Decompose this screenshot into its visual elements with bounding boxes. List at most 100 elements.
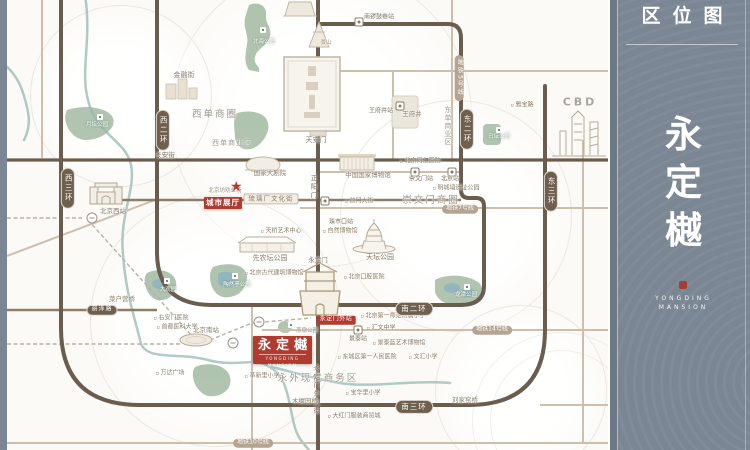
poi-dongcheng-first-hospital: 东城区第一人民医院 <box>338 352 396 361</box>
road-yongdingmenwai-street: 永定门外大街 <box>312 364 320 416</box>
park-icon-longtan <box>464 284 470 290</box>
map-graphics <box>7 0 608 450</box>
metro-icon-nanluoguxiang <box>354 17 364 27</box>
park-longtan: 龙潭公园 <box>454 292 478 298</box>
brand-name-vertical: 永 定 樾 <box>617 110 750 254</box>
brand-seal-icon <box>679 281 687 289</box>
brand-char: 定 <box>665 160 702 204</box>
station-badge-yongdingmenwai: 永定门外站 <box>316 315 356 325</box>
metro-badge-line14: 地铁14号线 <box>472 325 512 335</box>
park-icon-ritan <box>496 127 502 133</box>
landmark-sketches <box>89 1 606 347</box>
label-box-liulichang: 琉璃厂文化街 <box>243 193 299 205</box>
brand-char: 永 <box>665 112 702 156</box>
station-nanluoguxiang: 南锣鼓巷站 <box>363 13 395 21</box>
ring-badge-south-2nd: 南二环 <box>395 301 433 317</box>
district-cbd: CBD <box>562 95 598 109</box>
panel-left-edge <box>610 0 618 450</box>
district-xidan-business: 西单商业区 <box>212 139 252 147</box>
station-beijing-railway: 北京站 <box>440 175 460 183</box>
river-lines <box>7 0 452 450</box>
metro-badge-line5: 地铁5号线 <box>454 55 464 101</box>
park-beihai: 北海公园 <box>252 39 276 45</box>
project-logo-chinese: 永定樾 <box>258 338 313 353</box>
location-star-icon: ★ <box>230 179 243 195</box>
poi-ancient-architecture-museum: 北京古代建筑博物馆 <box>245 268 303 277</box>
park-taoranting: 陶然亭公园 <box>223 282 251 288</box>
poi-beijingfang: 北京坊劝业场 <box>208 188 242 194</box>
poi-wanda-plaza: 万达广场 <box>156 368 184 377</box>
ring-badge-west-2nd: 西二环 <box>155 109 171 151</box>
landmark-yongdingmen: 永定门 <box>308 256 328 264</box>
poi-jingtailan-museum: 景泰蓝艺术博物馆 <box>373 338 425 347</box>
railway-icon-beijing-west <box>86 212 98 224</box>
poi-capital-medical-university: 首都医科大学 <box>157 322 197 331</box>
brand-english: YONGDING MANSION <box>655 295 712 311</box>
station-beijing-south: 北京南站 <box>193 326 219 334</box>
panel-divider <box>626 44 738 45</box>
poi-national-museum: 中国国家博物馆 <box>345 171 391 179</box>
road-badge-lize: 丽泽路 <box>86 304 118 316</box>
poi-gexinli-school: 革新里小学 <box>245 371 279 380</box>
park-tiantan: 天坛公园 <box>366 253 394 261</box>
metro-icon-beijing-station <box>447 167 457 177</box>
project-logo-divider <box>259 354 306 355</box>
cbd-towers <box>552 110 606 157</box>
metro-badge-line7: 地铁7号线 <box>442 204 478 214</box>
main-roads <box>7 0 608 450</box>
station-chongwenmen: 崇文门站 <box>408 175 434 183</box>
road-zhengyangmen: 正阳门 <box>309 174 317 200</box>
ring-badge-east-3rd: 东三环 <box>543 170 559 212</box>
poi-first-normal-school: 北京第一师范附属小学 <box>361 311 425 320</box>
metro-icon-zhushikou <box>320 196 330 206</box>
park-daguanyuan: 大观园 <box>159 287 177 293</box>
metro-icon-jingtai <box>353 325 363 335</box>
station-beijing-west: 北京西站 <box>100 207 126 215</box>
metro-icon-chongwenmen <box>410 167 420 177</box>
ring-badge-south-3rd: 南三环 <box>395 399 433 415</box>
poi-yabaolu: 雅宝路 <box>511 100 533 109</box>
railway-icon-yongdingmenwai <box>253 316 265 328</box>
poi-youanmen-hospital: 右安门医院 <box>154 313 188 322</box>
bridge-caihuying: 菜户营桥 <box>109 295 135 303</box>
project-logo-english: YONGDING MANSION <box>265 356 300 368</box>
station-jingtai: 景泰站 <box>348 335 368 343</box>
metro-icon-wangfujing <box>395 101 405 111</box>
side-panel: 区位图 永 定 樾 YONGDING MANSION <box>610 0 750 450</box>
bridge-liujiayao: 刘家窑桥 <box>452 396 478 404</box>
landmark-jingshan: 景山 <box>320 40 332 46</box>
poi-qianmen-street: 前门大街 <box>345 196 373 205</box>
poi-natural-museum: 自然博物馆 <box>323 226 357 235</box>
district-dongdan-business: 东单商业区 <box>444 106 452 146</box>
poi-baohuali-school: 宝华里小学 <box>346 388 380 397</box>
park-icon-beihai <box>260 27 266 33</box>
poi-yandun-park: 燕墩公园 <box>295 328 319 334</box>
district-xidan-shangquan: 西单商圈 <box>191 109 239 120</box>
poi-stomatological-hospital: 北京口腔医院 <box>344 272 384 281</box>
park-icon-yandun <box>288 322 294 328</box>
metro-badge-line10: 地铁10号线 <box>233 438 273 448</box>
park-ritan: 日坛公园 <box>487 134 511 140</box>
district-yongwai-cbd: 永外现代商务区 <box>277 373 359 384</box>
poi-huiwen-middle-school: 汇文中学 <box>367 323 395 332</box>
park-icon-daguanyuan <box>164 278 170 284</box>
park-icon-taoranting <box>232 273 238 279</box>
park-yuetan: 月坛公园 <box>85 122 109 128</box>
park-xiannongtan: 先农坛公园 <box>252 254 288 262</box>
station-wangfujing: 王府井站 <box>368 107 394 115</box>
exhibition-hall-label: 城市展厅 <box>204 197 242 209</box>
project-logo: 永定樾 YONGDING MANSION <box>253 336 313 368</box>
park-icon-yuetan <box>97 114 103 120</box>
station-zhushikou: 珠市口站 <box>328 218 354 226</box>
brand-char: 樾 <box>665 208 702 252</box>
railway-lines <box>7 217 312 345</box>
poi-dahongmen-mall: 大红门服装商贸城 <box>328 411 380 420</box>
poi-national-theatre: 国家大剧院 <box>253 169 287 177</box>
poi-tongren-hospital: 北京同仁医院 <box>400 156 440 165</box>
landmark-tiananmen: 天安门 <box>305 136 327 144</box>
poi-tianqiao-art-center: 天桥艺术中心 <box>261 226 301 235</box>
poi-wangfujing: 王府井 <box>402 110 422 118</box>
bridge-muxiyuan: 木樨园桥 <box>292 397 318 405</box>
